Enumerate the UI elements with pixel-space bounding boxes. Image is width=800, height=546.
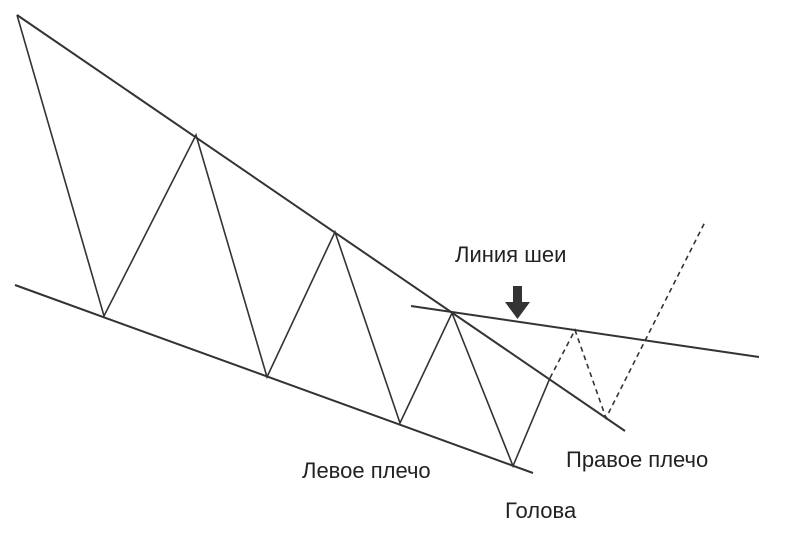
- right-shoulder-label: Правое плечо: [566, 447, 708, 472]
- neckline-label: Линия шеи: [455, 242, 566, 267]
- neckline: [410, 305, 760, 358]
- price-zigzag: [16, 14, 551, 469]
- left-shoulder-label: Левое плечо: [302, 458, 431, 483]
- upper-trend-line: [16, 14, 626, 432]
- head-label: Голова: [505, 498, 577, 523]
- projected-path: [549, 221, 706, 421]
- down-arrow-icon: [505, 286, 530, 319]
- lower-trend-line: [14, 284, 534, 474]
